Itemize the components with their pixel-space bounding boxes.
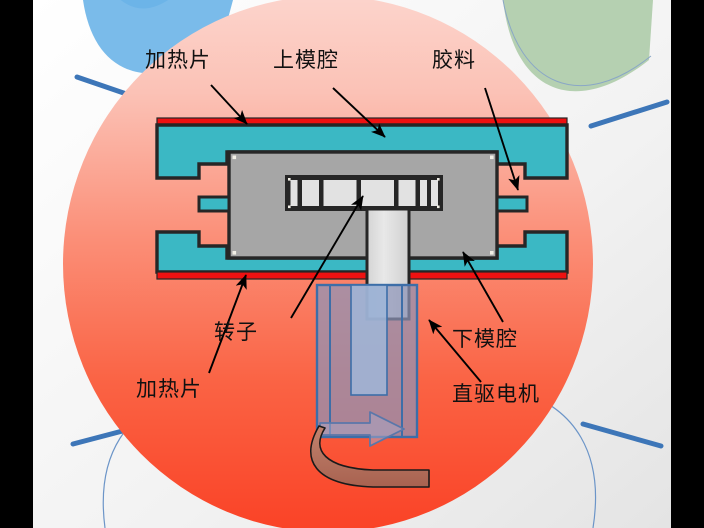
leader-rubber-compound xyxy=(484,87,520,191)
chamber-corner-pins xyxy=(232,155,494,255)
diagram-svg xyxy=(33,0,671,528)
mold-neck-right xyxy=(495,195,529,213)
rotor-cell xyxy=(420,180,427,206)
label-rubber-compound: 胶料 xyxy=(432,48,476,72)
heater-strip-lower xyxy=(156,271,568,280)
label-heating-plate-top: 加热片 xyxy=(145,48,211,72)
leader-direct-drive-motor xyxy=(428,319,482,383)
rotor-cell xyxy=(398,180,416,206)
rotor-cells xyxy=(290,180,438,206)
mold-neck-left xyxy=(197,195,231,213)
motor-direction-arrow xyxy=(319,411,405,447)
leader-lower-mold-cavity xyxy=(462,251,504,323)
leader-upper-mold-cavity xyxy=(332,87,386,138)
rotor-cell xyxy=(361,180,394,206)
leader-heating-plate-bottom xyxy=(208,274,247,374)
label-heating-plate-bottom: 加热片 xyxy=(136,377,202,401)
rotor-cell xyxy=(431,180,438,206)
leader-heating-plate-top xyxy=(210,84,248,125)
label-direct-drive-motor: 直驱电机 xyxy=(452,382,540,406)
label-lower-mold-cavity: 下模腔 xyxy=(452,327,518,351)
rotor-corner-pins xyxy=(288,178,440,209)
motor-inner-core xyxy=(350,284,388,396)
leader-lines xyxy=(208,84,520,383)
leader-rotor xyxy=(290,195,364,319)
label-upper-mold-cavity: 上模腔 xyxy=(273,48,339,72)
rotor-cell xyxy=(290,180,298,206)
rotor-cell xyxy=(323,180,357,206)
slide-canvas: 加热片 上模腔 胶料 转子 下模腔 加热片 直驱电机 xyxy=(33,0,671,528)
direct-drive-motor-unit xyxy=(310,283,430,488)
rotation-ribbon-band xyxy=(310,425,430,488)
label-rotor: 转子 xyxy=(214,320,258,344)
rotor-cell xyxy=(302,180,319,206)
